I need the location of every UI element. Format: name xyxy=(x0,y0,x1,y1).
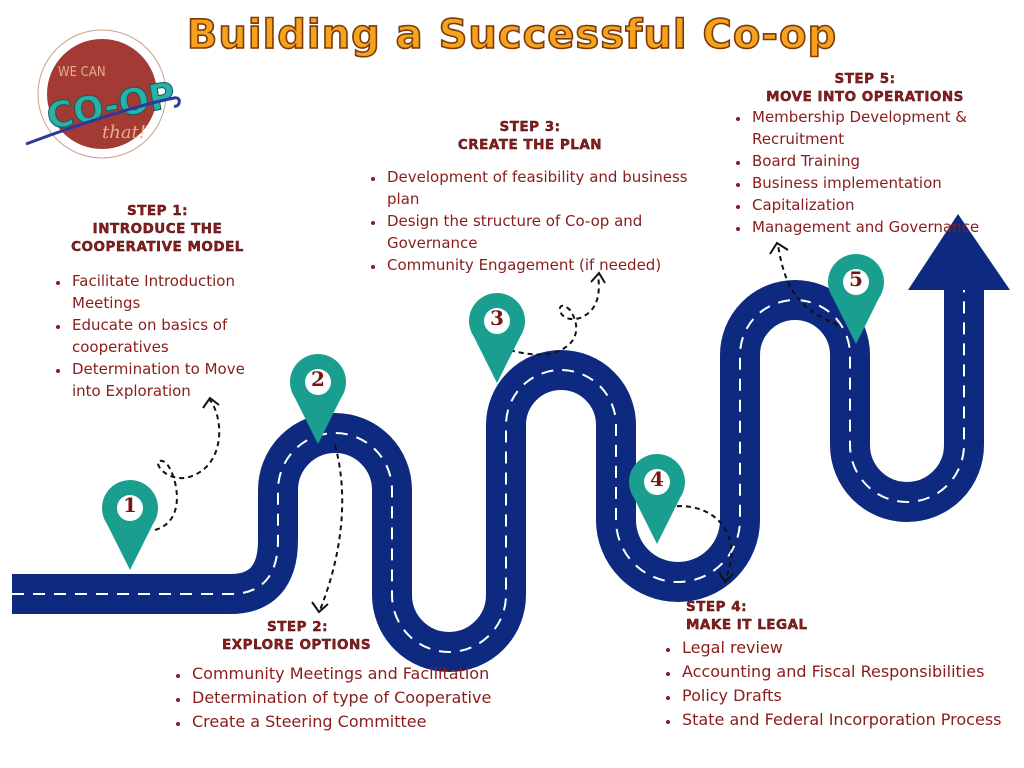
pin-number: 1 xyxy=(123,493,137,517)
step-5-pin: 5 xyxy=(828,254,884,346)
dashed-arrow-1 xyxy=(154,399,221,531)
dashed-arrow-5 xyxy=(777,244,839,326)
page-title: Building a Successful Co-op xyxy=(186,11,838,59)
dashed-arrow-4 xyxy=(667,505,733,581)
step-item: Community Engagement (if needed) xyxy=(385,254,695,276)
step-2: STEP 2:EXPLORE OPTIONS Community Meeting… xyxy=(170,618,510,734)
logo-text: WE CAN xyxy=(58,65,106,80)
step-item: Policy Drafts xyxy=(680,684,1020,708)
logo-text: that! xyxy=(102,122,146,143)
step-2-pin: 2 xyxy=(290,354,346,446)
step-item: Business implementation xyxy=(750,172,1010,194)
step-item: State and Federal Incorporation Process xyxy=(680,708,1020,732)
step-item: Board Training xyxy=(750,150,1010,172)
step-item: Legal review xyxy=(680,636,1020,660)
pin-number: 4 xyxy=(650,467,664,491)
step-5: STEP 5:MOVE INTO OPERATIONS Membership D… xyxy=(730,70,1010,238)
step-heading: STEP 2:EXPLORE OPTIONS xyxy=(222,619,372,653)
road-centerline xyxy=(12,290,965,653)
step-item: Development of feasibility and business … xyxy=(385,166,695,210)
step-heading: STEP 4:MAKE IT LEGAL xyxy=(686,599,808,633)
step-4-pin: 4 xyxy=(629,454,685,546)
step-4: STEP 4:MAKE IT LEGAL Legal review Accoun… xyxy=(660,598,1020,732)
pin-number: 2 xyxy=(311,367,325,391)
step-item: Educate on basics of cooperatives xyxy=(70,314,265,358)
dashed-arrow-2 xyxy=(319,444,344,611)
step-item: Facilitate Introduction Meetings xyxy=(70,270,265,314)
step-item: Management and Governance xyxy=(750,216,1010,238)
pin-number: 5 xyxy=(849,267,863,291)
step-item: Create a Steering Committee xyxy=(190,710,510,734)
step-item: Determination to Move into Exploration xyxy=(70,358,265,402)
pin-number: 3 xyxy=(490,306,504,330)
step-3: STEP 3:CREATE THE PLAN Development of fe… xyxy=(365,118,695,276)
step-1-pin: 1 xyxy=(102,480,158,572)
logo: WE CAN CO-OP that! xyxy=(24,26,184,166)
step-item: Accounting and Fiscal Responsibilities xyxy=(680,660,1020,684)
step-item: Design the structure of Co-op and Govern… xyxy=(385,210,695,254)
dashed-arrow-3 xyxy=(509,274,600,356)
step-heading: STEP 5:MOVE INTO OPERATIONS xyxy=(766,71,964,105)
step-heading: STEP 3:CREATE THE PLAN xyxy=(457,119,603,153)
step-item: Membership Development & Recruitment xyxy=(750,106,1010,150)
arrow-head xyxy=(908,214,1010,290)
step-item: Determination of type of Cooperative xyxy=(190,686,510,710)
step-3-pin: 3 xyxy=(469,293,525,385)
step-item: Capitalization xyxy=(750,194,1010,216)
step-item: Community Meetings and Facilitation xyxy=(190,662,510,686)
